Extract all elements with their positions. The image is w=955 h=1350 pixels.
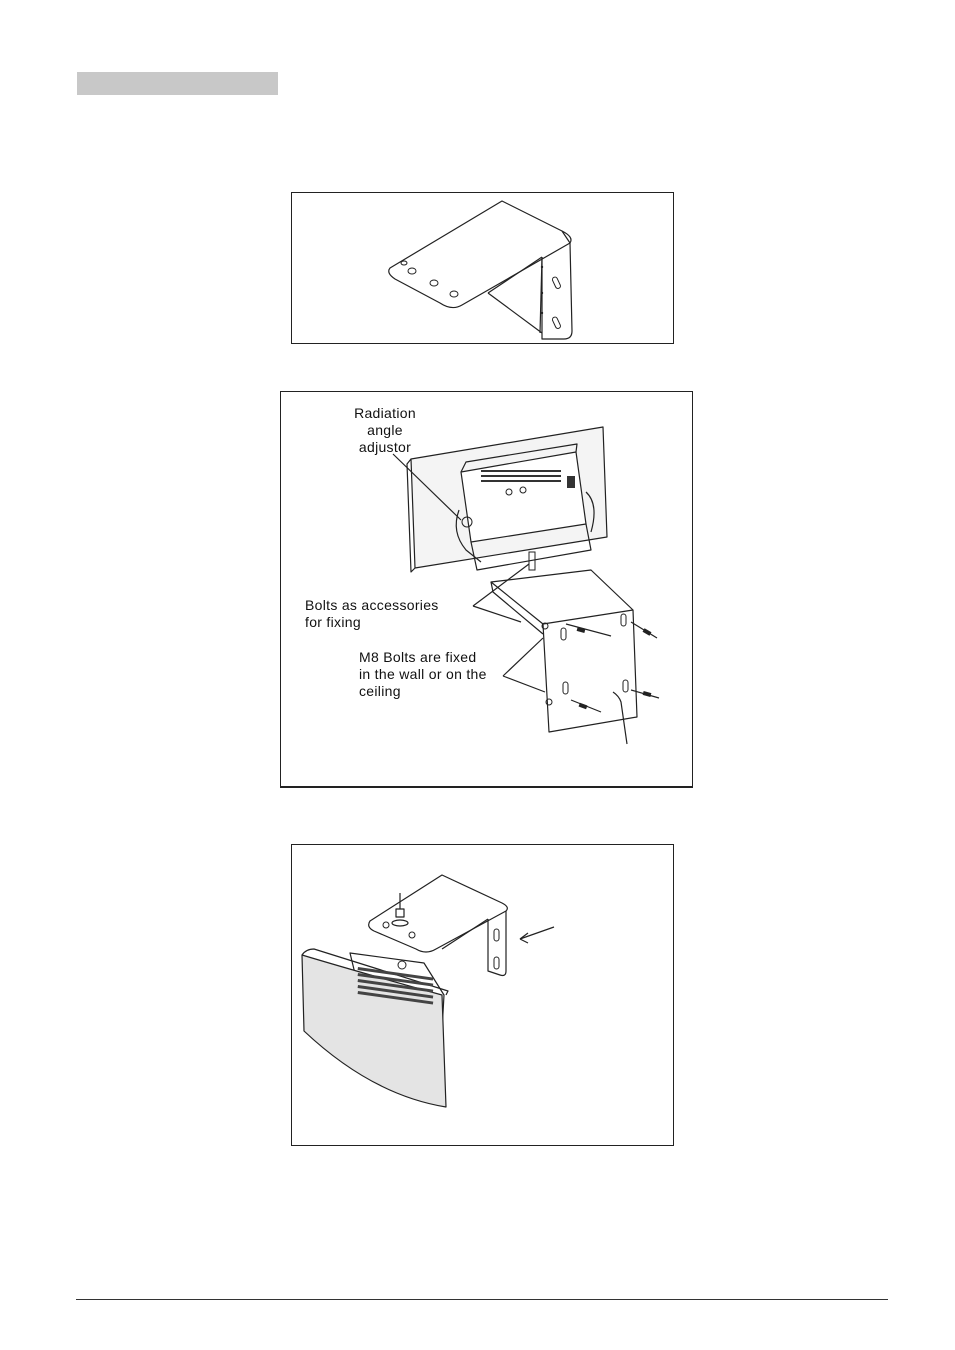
- callout-radiation-angle-adjustor: Radiation angle adjustor: [335, 405, 435, 456]
- bracket-illustration: [292, 193, 673, 343]
- callout-line: for fixing: [305, 614, 495, 631]
- callout-line: adjustor: [335, 439, 435, 456]
- figure-bracket: [291, 192, 674, 344]
- callout-line: ceiling: [359, 683, 529, 700]
- callout-line: Bolts as accessories: [305, 597, 495, 614]
- figure-ceiling-mounting: [291, 844, 674, 1146]
- callout-line: M8 Bolts are fixed: [359, 649, 529, 666]
- callout-line: Radiation: [335, 405, 435, 422]
- callout-bolts-accessories: Bolts as accessories for fixing: [305, 597, 495, 631]
- figure-speaker-mounting: Radiation angle adjustor Bolts as access…: [280, 391, 693, 788]
- callout-m8-bolts: M8 Bolts are fixed in the wall or on the…: [359, 649, 529, 700]
- callout-line: angle: [335, 422, 435, 439]
- section-heading-bar: [77, 72, 278, 95]
- ceiling-mounting-illustration: [292, 845, 673, 1145]
- callout-line: in the wall or on the: [359, 666, 529, 683]
- footer-divider: [76, 1299, 888, 1300]
